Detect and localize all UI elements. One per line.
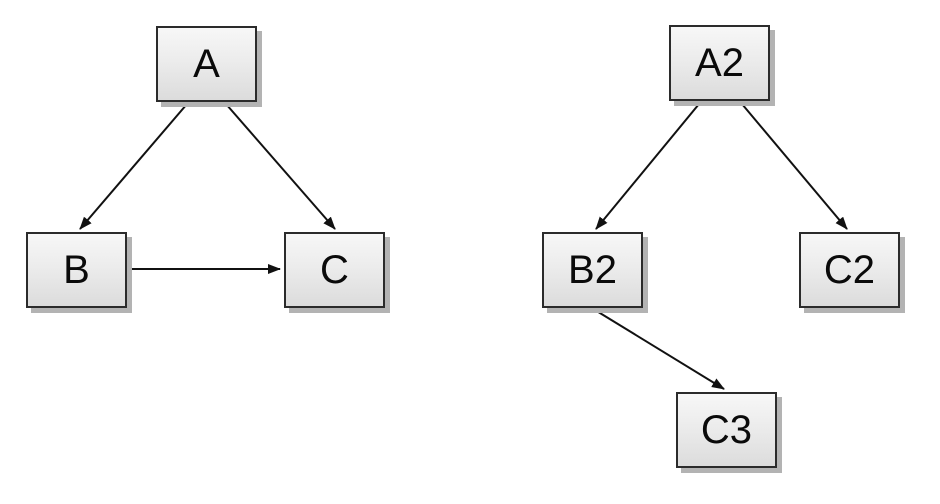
- node-A: A: [156, 26, 257, 102]
- node-C-label: C: [320, 248, 349, 292]
- node-A2: A2: [669, 25, 770, 101]
- edge-A-B: [79, 103, 188, 230]
- node-B: B: [26, 232, 127, 308]
- node-C2-label: C2: [823, 248, 876, 292]
- edge-A2-C2: [741, 103, 848, 230]
- node-B-label: B: [63, 248, 90, 292]
- node-C2: C2: [799, 232, 900, 308]
- node-B2-label: B2: [568, 248, 617, 292]
- node-B2: B2: [542, 232, 643, 308]
- edge-A2-B2: [595, 103, 700, 230]
- node-A2-label: A2: [695, 41, 744, 85]
- edge-B2-C3: [594, 309, 725, 390]
- node-C: C: [284, 232, 385, 308]
- edge-A-C: [225, 103, 336, 230]
- node-C3-label: C3: [700, 408, 753, 452]
- node-A-label: A: [193, 42, 220, 86]
- node-C3: C3: [676, 392, 777, 468]
